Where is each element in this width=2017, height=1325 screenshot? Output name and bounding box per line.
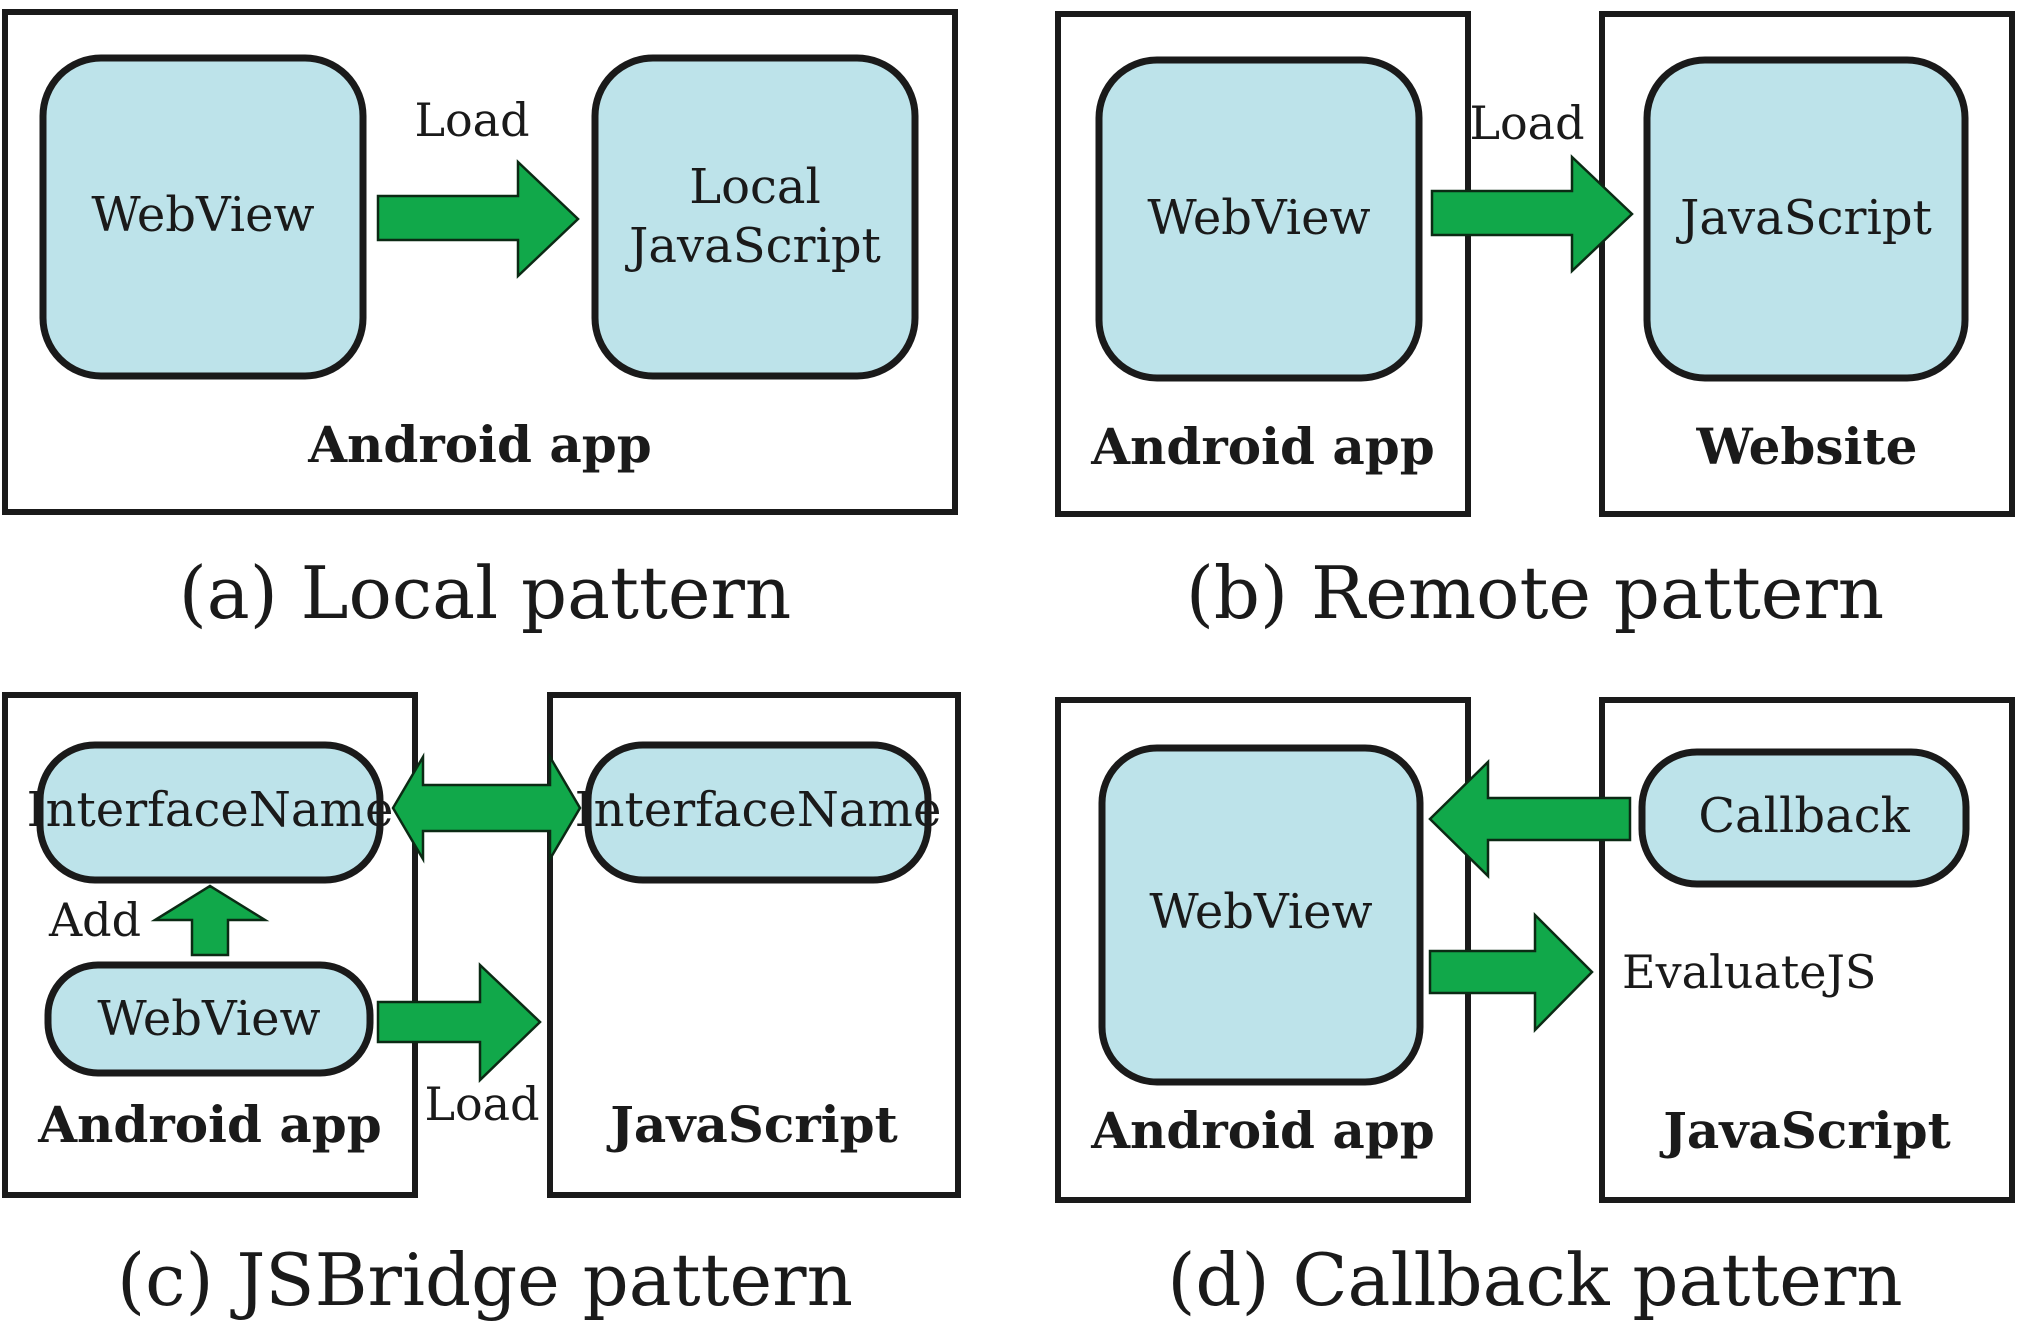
webview-node-label: WebView	[97, 991, 320, 1047]
panel-d-callback-pattern: WebView Callback EvaluateJS Android app …	[1055, 697, 2015, 1322]
panel-d-caption: (d) Callback pattern	[1167, 1238, 1902, 1322]
load-arrow	[376, 159, 580, 279]
local-javascript-label-line2: JavaScript	[624, 218, 881, 274]
load-arrow	[1430, 154, 1634, 274]
javascript-label: JavaScript	[1659, 1101, 1950, 1160]
load-arrow-label: Load	[414, 93, 529, 147]
panel-a-caption: (a) Local pattern	[179, 551, 792, 635]
load-arrow	[376, 962, 542, 1083]
load-arrow-label: Load	[424, 1077, 539, 1131]
webview-node	[44, 961, 374, 1077]
javascript-node	[1643, 56, 1969, 382]
android-app-label: Android app	[37, 1095, 381, 1154]
webview-node	[1095, 56, 1423, 382]
android-app-label: Android app	[307, 415, 651, 474]
evaluate-js-arrow	[1428, 911, 1594, 1034]
javascript-label: JavaScript	[606, 1095, 897, 1154]
interface-name-js-label: InterfaceName	[575, 782, 942, 838]
panel-b-caption: (b) Remote pattern	[1186, 551, 1884, 635]
bridge-double-arrow	[391, 752, 582, 864]
callback-arrow	[1428, 759, 1632, 879]
add-label: Add	[48, 893, 141, 947]
callback-node	[1638, 748, 1970, 888]
webview-node	[39, 54, 367, 380]
evaluate-js-label: EvaluateJS	[1622, 945, 1876, 999]
webview-node-label: WebView	[91, 187, 314, 243]
interface-name-app-node	[36, 741, 384, 884]
webview-node-label: WebView	[1147, 190, 1370, 246]
callback-node-label: Callback	[1698, 788, 1910, 844]
javascript-node-label: JavaScript	[1675, 190, 1932, 246]
panel-b-remote-pattern: WebView JavaScript Load Android app Webs…	[1055, 11, 2015, 635]
webview-node-label: WebView	[1149, 884, 1372, 940]
webview-node	[1098, 744, 1424, 1086]
android-app-label: Android app	[1090, 417, 1434, 476]
local-javascript-label-line1: Local	[689, 159, 821, 215]
panel-c-jsbridge-pattern: InterfaceName InterfaceName Add WebView …	[2, 692, 961, 1322]
local-javascript-node	[591, 54, 919, 380]
interface-name-app-label: InterfaceName	[27, 782, 394, 838]
android-app-label: Android app	[1090, 1101, 1434, 1160]
add-arrow	[150, 884, 270, 957]
panel-a-local-pattern: WebView Local JavaScript Load Android ap…	[2, 9, 958, 635]
load-arrow-label: Load	[1469, 96, 1584, 150]
website-label: Website	[1696, 417, 1918, 476]
interface-name-js-node	[584, 741, 932, 884]
panel-c-caption: (c) JSBridge pattern	[117, 1238, 853, 1322]
